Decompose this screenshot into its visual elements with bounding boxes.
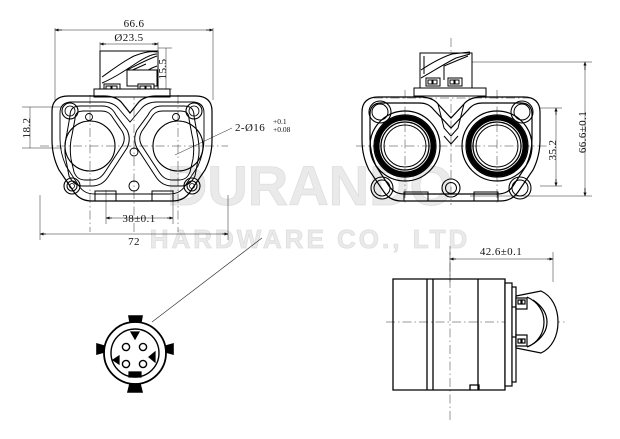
connector-pin-4 xyxy=(138,359,148,369)
dim-bore-diameter: Ø23.5 xyxy=(114,32,143,44)
rear-mount-hole-bottom-left xyxy=(370,176,394,200)
rear-centerlines xyxy=(356,38,548,205)
dim-center-distance: 38±0.1 xyxy=(122,213,155,225)
rear-dimension-arrows xyxy=(554,61,587,197)
front-body-outline xyxy=(51,95,213,202)
dim-base-width: 72 xyxy=(128,236,140,248)
rear-mount-hole-top-left xyxy=(368,100,392,124)
front-mount-hole-bottom-left xyxy=(63,177,81,195)
dim-offset-left: 18.2 xyxy=(21,118,33,139)
view-connector-detail xyxy=(96,237,263,393)
front-bore-left xyxy=(64,120,116,172)
dim-width-overall: 66.6 xyxy=(124,18,145,30)
dim-hole-tol-upper: +0.1 xyxy=(273,117,287,126)
front-mount-hole-bottom-right xyxy=(183,177,201,195)
front-pilot-holes xyxy=(85,113,180,192)
rear-mount-hole-bottom-right xyxy=(508,176,532,200)
rear-mount-hole-top-right xyxy=(510,100,534,124)
connector-pins xyxy=(121,342,148,369)
rear-center-rib xyxy=(437,103,465,145)
dim-hole-tol-lower: +0.08 xyxy=(273,125,291,134)
view-side xyxy=(386,246,566,420)
side-connector-housing xyxy=(512,290,559,354)
front-gasket-right xyxy=(134,105,200,187)
side-body xyxy=(392,278,506,391)
rear-bearing-right xyxy=(461,110,533,182)
dim-inner-height: 35.2 xyxy=(547,140,559,161)
connector-keyways xyxy=(111,331,156,378)
rear-dimension-lines xyxy=(430,61,592,197)
side-dimension-labels: 42.6±0.1 xyxy=(480,246,522,258)
dim-side-length: 42.6±0.1 xyxy=(480,246,522,258)
watermark-line2: HARDWARE CO., LTD xyxy=(150,224,471,254)
detail-leader-line xyxy=(151,237,263,323)
connector-bayonet-lugs xyxy=(96,315,174,393)
front-dimension-labels: 66.6 Ø23.5 15.5 18.2 2-Ø16 +0.1 +0.08 38… xyxy=(21,18,291,248)
rear-bearing-left xyxy=(369,110,441,182)
front-valve-cap xyxy=(93,50,171,98)
dim-height-cap: 15.5 xyxy=(157,58,169,79)
rear-dimension-labels: 35.2 66.6±0.1 xyxy=(547,111,589,161)
connector-pin-3 xyxy=(121,359,131,369)
rear-center-hole xyxy=(441,178,461,198)
watermark-line1: DURANDO xyxy=(167,154,453,217)
connector-pin-1 xyxy=(121,342,131,352)
front-mount-hole-top-left xyxy=(61,102,79,120)
side-end-flange xyxy=(504,282,517,387)
watermark: DURANDO HARDWARE CO., LTD xyxy=(149,154,471,255)
front-body-inner-outline xyxy=(59,101,205,195)
front-gasket-left xyxy=(64,105,130,187)
view-front xyxy=(22,28,233,240)
front-mount-hole-top-right xyxy=(185,102,203,120)
front-bore-right xyxy=(152,120,204,172)
front-dimension-arrows xyxy=(39,28,229,236)
view-rear xyxy=(356,38,592,205)
connector-pin-2 xyxy=(138,342,148,352)
rear-body-outline xyxy=(361,96,541,202)
dim-outer-height: 66.6±0.1 xyxy=(577,111,589,153)
front-bottom-notches xyxy=(94,190,174,201)
dim-hole-note: 2-Ø16 xyxy=(235,122,265,134)
rear-bottom-notches xyxy=(403,191,499,201)
rear-valve-cap xyxy=(413,51,487,97)
